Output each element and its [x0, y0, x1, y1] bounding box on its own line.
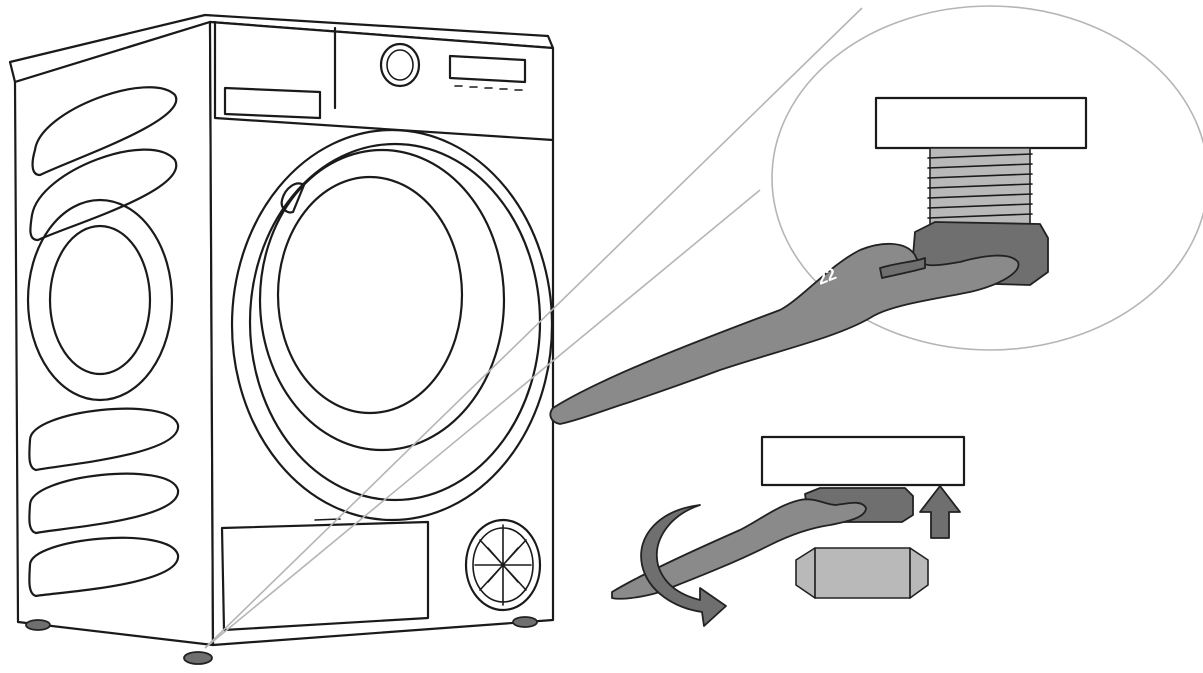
zoomed-foot-detail: 22	[549, 96, 1088, 425]
control-panel-divider	[213, 20, 555, 142]
dryer-base-block	[874, 96, 1088, 150]
dryer-door	[230, 128, 554, 522]
program-dial	[379, 42, 421, 88]
side-panel-ribs	[26, 86, 180, 598]
side-circle-outer	[26, 198, 174, 402]
open-end-wrench-large	[549, 242, 1020, 425]
tumble-dryer	[8, 13, 555, 665]
adjustment-detail	[611, 435, 966, 627]
hex-nut-icon	[795, 547, 929, 599]
zoom-circle	[771, 5, 1203, 351]
front-right-foot	[183, 651, 213, 665]
side-circle-inner	[48, 224, 152, 376]
detergent-drawer	[223, 86, 322, 120]
service-flap	[220, 520, 430, 632]
dryer-front-panel	[208, 20, 555, 647]
small-base-block	[760, 435, 966, 487]
open-end-wrench-small	[611, 498, 867, 600]
rotate-arrow-icon	[640, 504, 727, 627]
up-arrow-icon	[919, 485, 961, 539]
control-display	[448, 54, 527, 84]
door-handle	[280, 182, 306, 214]
front-left-foot	[25, 619, 51, 631]
zoom-callout	[204, 5, 1203, 649]
vent-grille	[464, 518, 542, 612]
control-buttons	[454, 85, 523, 91]
rear-right-foot	[512, 616, 538, 628]
